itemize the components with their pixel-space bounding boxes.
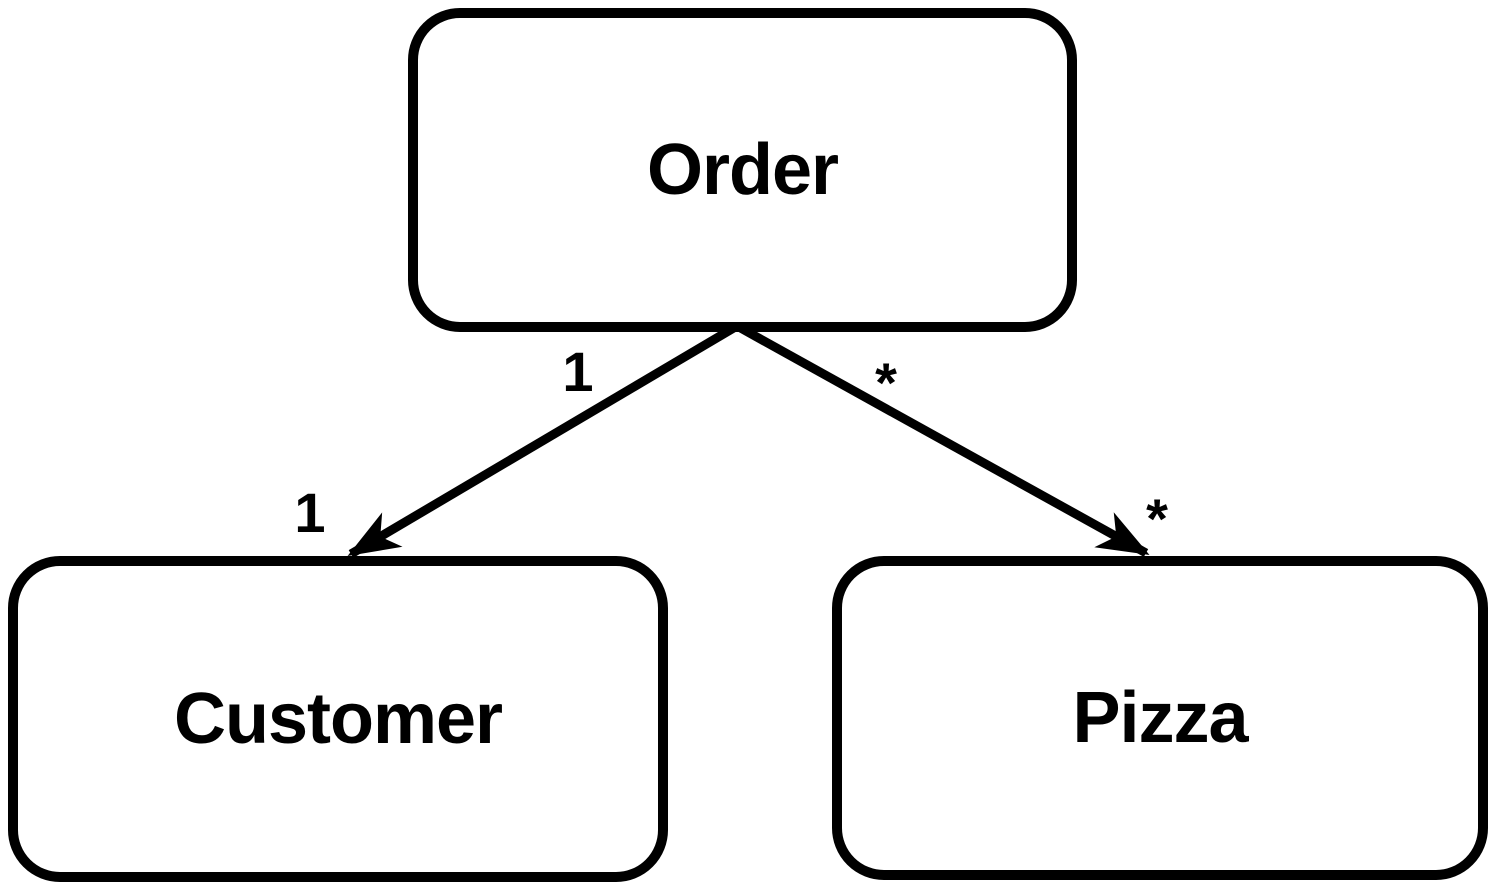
multiplicity-order-customer-target: 1 xyxy=(294,481,326,544)
node-pizza: Pizza xyxy=(832,556,1488,880)
edge-order-pizza xyxy=(734,322,1150,557)
node-order-label: Order xyxy=(646,130,839,210)
node-order: Order xyxy=(408,8,1077,332)
multiplicity-order-pizza-source: * xyxy=(875,351,897,415)
edge-order-customer xyxy=(347,322,740,558)
multiplicity-order-pizza-target: * xyxy=(1146,487,1168,551)
node-customer: Customer xyxy=(8,556,668,882)
node-customer-label: Customer xyxy=(173,679,503,759)
node-pizza-label: Pizza xyxy=(1072,678,1248,758)
multiplicity-order-customer-source: 1 xyxy=(562,340,594,403)
